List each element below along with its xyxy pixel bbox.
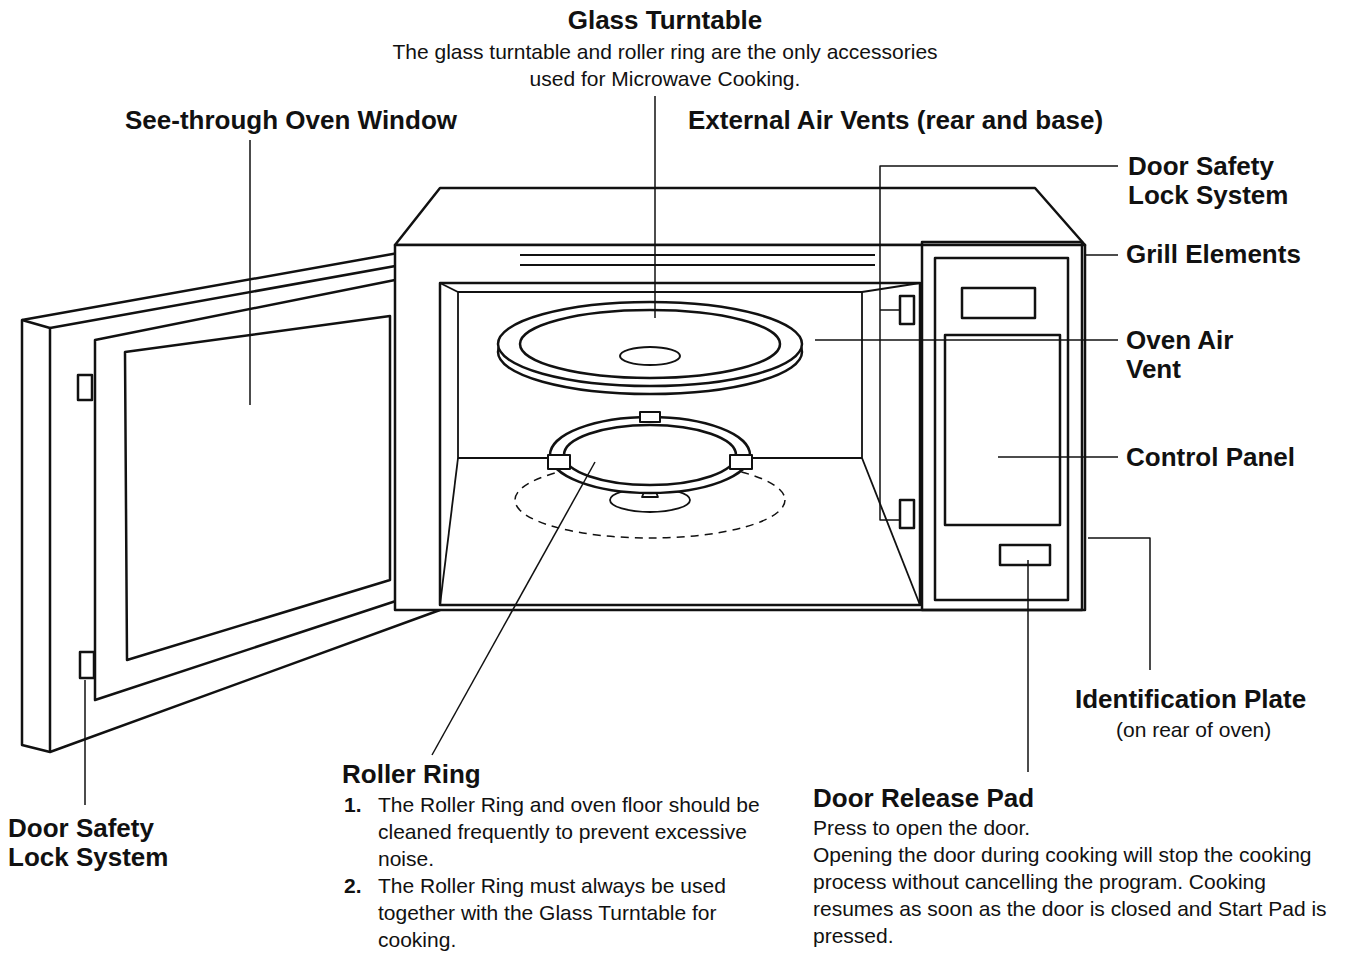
- leader-lines: [85, 96, 1150, 805]
- note-text: The Roller Ring must always be used toge…: [378, 872, 768, 953]
- door-release-pad: [1000, 545, 1050, 565]
- part-label: Glass Turntable: [455, 6, 875, 35]
- callout-number: 1.: [344, 791, 374, 818]
- part-label: Door Safety Lock System: [1128, 152, 1328, 210]
- control-panel: [945, 335, 1060, 525]
- note-text: Opening the door during cooking will sto…: [813, 841, 1343, 949]
- part-label: Door Safety Lock System: [8, 814, 208, 872]
- part-label: Grill Elements: [1126, 240, 1346, 269]
- part-label: Oven Air Vent: [1126, 326, 1266, 384]
- note-text: Press to open the door.: [813, 814, 1333, 841]
- door-lock: [80, 652, 94, 678]
- door-edge: [22, 320, 50, 752]
- part-label: See-through Oven Window: [125, 106, 545, 135]
- oven-front: [395, 245, 1085, 610]
- grill-element: [520, 264, 875, 266]
- part-label: Door Release Pad: [813, 784, 1233, 813]
- control-frame: [935, 258, 1068, 600]
- door-lock: [78, 375, 92, 400]
- oven-top: [395, 188, 1085, 245]
- oven-door: [22, 250, 440, 752]
- door-lock: [900, 296, 914, 324]
- grill-element: [520, 254, 875, 256]
- note-text: The glass turntable and roller ring are …: [380, 38, 950, 92]
- roller-ring: [550, 417, 750, 493]
- part-label: External Air Vents (rear and base): [688, 106, 1188, 135]
- oven-window: [125, 316, 390, 660]
- note-text: The Roller Ring and oven floor should be…: [378, 791, 768, 872]
- part-label: Roller Ring: [342, 760, 642, 789]
- control-housing: [922, 242, 1082, 610]
- part-label: Identification Plate: [1075, 685, 1350, 714]
- note-text: (on rear of oven): [1116, 716, 1336, 743]
- door-lock: [900, 500, 914, 528]
- oven-cavity: [440, 283, 920, 605]
- display: [962, 288, 1035, 318]
- callout-number: 2.: [344, 872, 374, 899]
- part-label: Control Panel: [1126, 443, 1346, 472]
